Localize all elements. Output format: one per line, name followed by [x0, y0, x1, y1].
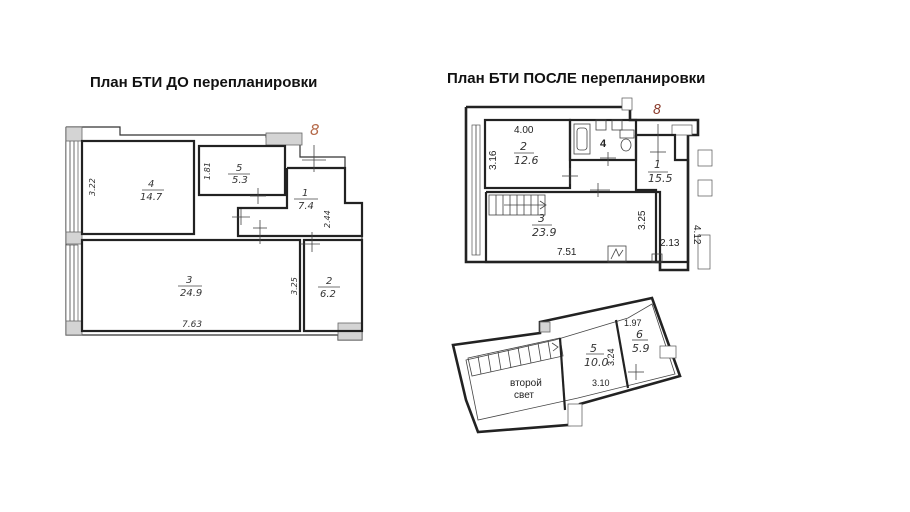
- plan-after-marker: 8: [653, 103, 661, 118]
- dim-after-3-16: 3.16: [488, 150, 499, 170]
- room-3-number: 3: [186, 275, 192, 286]
- room-4-area: 14.7: [140, 192, 163, 203]
- upper-room-5-area: 10.0: [584, 356, 609, 369]
- stairs-lower: [488, 194, 547, 216]
- after-room-1-number: 1: [654, 158, 661, 171]
- plan-after-upper: второй свет 5 10.0 6 5.9 3.24 1.97 3.10: [451, 296, 682, 434]
- dim-before-2-44: 2.44: [323, 210, 332, 228]
- after-room-4-number: 4: [600, 138, 607, 150]
- after-room-2-area: 12.6: [514, 154, 539, 167]
- after-room-3-number: 3: [538, 212, 545, 225]
- dim-upper-3-10: 3.10: [592, 378, 610, 388]
- dim-after-4-12: 4.12: [691, 225, 702, 245]
- dim-before-1-81: 1.81: [203, 162, 212, 180]
- after-room-1-area: 15.5: [648, 172, 673, 185]
- room-2-number: 2: [326, 276, 332, 287]
- room-5-area: 5.3: [232, 175, 248, 186]
- stairs-upper: [467, 337, 564, 377]
- dim-before-3-22: 3.22: [88, 178, 97, 196]
- room-3-area: 24.9: [180, 288, 202, 299]
- dim-before-3-25: 3.25: [290, 277, 299, 295]
- plan-before-marker: 8: [310, 121, 320, 139]
- dim-after-7-51: 7.51: [557, 247, 577, 258]
- dim-upper-1-97: 1.97: [624, 318, 642, 328]
- dim-upper-3-24: 3.24: [606, 348, 616, 366]
- room-4-number: 4: [148, 179, 154, 190]
- dim-after-3-25: 3.25: [637, 210, 648, 230]
- room-2-area: 6.2: [320, 289, 336, 300]
- room-1-number: 1: [302, 188, 308, 199]
- plan-before: 8 4 14.7 5 5.3 1 7.4 3 24.9 2 6.2 3.22 1…: [65, 121, 364, 341]
- upper-room-6-number: 6: [636, 328, 643, 341]
- dim-after-4-00: 4.00: [514, 125, 534, 136]
- room-5-number: 5: [236, 163, 242, 174]
- void-label-line2: свет: [514, 390, 534, 401]
- dim-after-2-13: 2.13: [660, 238, 680, 249]
- upper-room-5-number: 5: [590, 342, 597, 355]
- upper-room-6-area: 5.9: [632, 342, 650, 355]
- after-room-2-number: 2: [520, 140, 527, 153]
- plan-after-lower: 8 2 12.6 4 1 15.5 3 23.9 4.00 3.16 3.25 …: [464, 97, 713, 272]
- dim-before-7-63: 7.63: [182, 320, 202, 330]
- after-room-3-area: 23.9: [532, 226, 557, 239]
- title-plan-before: План БТИ ДО перепланировки: [90, 74, 318, 91]
- void-label-line1: второй: [510, 378, 542, 389]
- title-plan-after: План БТИ ПОСЛЕ перепланировки: [447, 70, 706, 87]
- room-1-area: 7.4: [298, 201, 314, 212]
